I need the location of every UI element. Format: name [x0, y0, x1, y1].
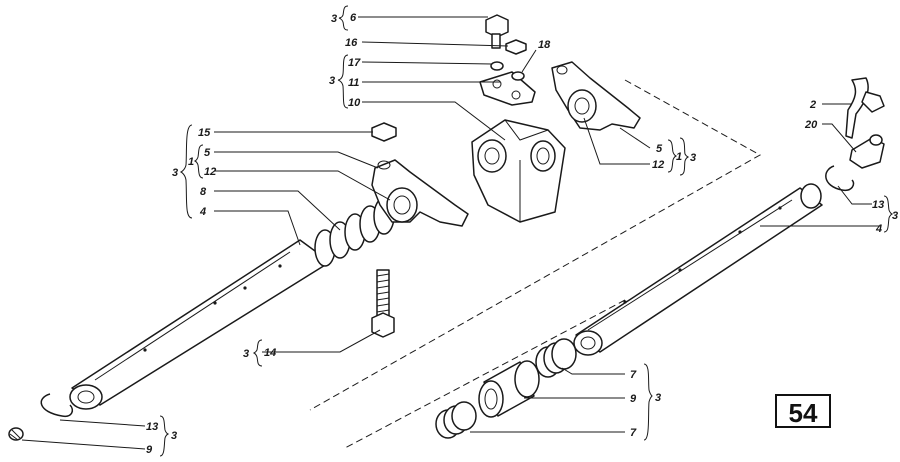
label-12-left: 12	[204, 166, 216, 178]
label-15: 15	[198, 127, 211, 139]
qty-left-inner: 1	[188, 156, 194, 168]
label-9-bushing: 9	[630, 393, 637, 405]
label-18: 18	[538, 39, 551, 51]
qty-right: 3	[690, 152, 696, 164]
label-7-upper: 7	[630, 369, 637, 381]
label-20: 20	[804, 119, 818, 131]
leader-lines	[21, 16, 880, 450]
nut-15	[371, 122, 397, 142]
bolt-6	[485, 14, 509, 49]
spring-right-lower	[435, 401, 477, 439]
right-rocker-shaft	[573, 183, 823, 356]
label-12-right: 12	[652, 159, 664, 171]
support-bracket	[471, 119, 566, 223]
label-11: 11	[348, 77, 359, 89]
label-10: 10	[348, 97, 361, 109]
qty-right-inner: 1	[676, 151, 682, 163]
label-5-left: 5	[204, 147, 211, 159]
nut-16	[505, 39, 527, 55]
left-rocker-shaft	[69, 239, 331, 410]
axis-line-lower	[344, 299, 626, 449]
oil-tube	[845, 77, 885, 139]
qty-left: 3	[172, 167, 178, 179]
axis-line-right-upper	[309, 79, 762, 411]
label-9-plug: 9	[146, 444, 153, 456]
label-5-right: 5	[656, 143, 663, 155]
snap-ring-right	[825, 165, 855, 192]
braces	[159, 5, 894, 457]
union-fitting	[849, 134, 885, 169]
snap-ring-left	[40, 393, 74, 418]
label-4-left: 4	[199, 206, 206, 218]
qty-top: 3	[331, 13, 337, 25]
adjusting-screw	[371, 269, 395, 338]
label-4-right: 4	[875, 223, 882, 235]
label-13-right: 13	[872, 199, 884, 211]
rocker-arm-right	[551, 61, 641, 131]
label-13-left: 13	[146, 421, 158, 433]
label-17: 17	[348, 57, 361, 69]
qty-14: 3	[243, 348, 249, 360]
label-6: 6	[350, 12, 357, 24]
qty-13-9: 3	[171, 430, 177, 442]
bushing	[478, 360, 540, 418]
label-2: 2	[809, 99, 816, 111]
spring-right-upper	[535, 338, 577, 378]
label-16: 16	[345, 37, 358, 49]
label-8: 8	[200, 186, 207, 198]
plate-number: 54	[775, 394, 831, 428]
plug-screw	[8, 427, 24, 441]
qty-13-4: 3	[892, 210, 898, 222]
quantity-labels: 3 3 3 1 1 3 3 3 3 3	[171, 13, 898, 442]
qty-mid: 3	[329, 75, 335, 87]
part-labels: 6 16 18 17 11 10 15 5 12 8 4 5 12 2 20 1…	[146, 12, 884, 456]
rocker-arm-left	[371, 159, 469, 227]
lock-plate	[479, 61, 536, 106]
label-14: 14	[264, 347, 276, 359]
label-7-lower: 7	[630, 427, 637, 439]
qty-7-9-7: 3	[655, 392, 661, 404]
